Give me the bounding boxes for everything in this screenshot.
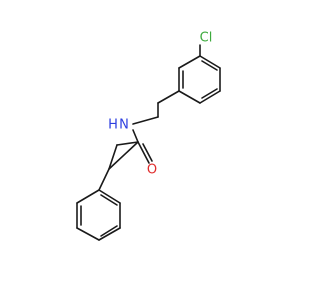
cyclo-bond-3 — [108, 141, 139, 170]
cyclo-bond-1 — [116, 141, 139, 146]
chain-bond-3 — [132, 116, 159, 125]
ring1-bond-2 — [178, 55, 201, 69]
molecule-structure: Cl N H O — [76, 31, 221, 241]
ring1-bond-4 — [178, 90, 201, 104]
nh-hydrogen-label: H — [108, 118, 118, 133]
amide-double-o — [142, 143, 153, 162]
oxygen-label: O — [147, 163, 157, 178]
ring1-double-3 — [201, 60, 218, 71]
ring2-bond-1 — [76, 189, 100, 204]
ring1-bond-5 — [199, 90, 221, 104]
ring2-bond-3 — [76, 227, 100, 241]
cyclo-to-phenyl — [98, 168, 110, 191]
ring1-double-2 — [201, 88, 218, 99]
bonds-group — [76, 44, 221, 241]
amide-bond-c — [137, 141, 150, 164]
amide-bond-n — [132, 129, 139, 143]
ring2-double-2 — [100, 225, 118, 237]
chain-bond-1 — [157, 90, 180, 104]
ring2-double-3 — [100, 194, 118, 206]
ring1-bond-7 — [199, 55, 221, 69]
structure-canvas: Cl N H O — [76, 31, 221, 241]
nitrogen-label: N — [119, 118, 129, 133]
chlorine-label: Cl — [200, 31, 213, 46]
cyclo-bond-2 — [108, 144, 118, 170]
ring2-bond-4 — [98, 227, 121, 241]
ring2-bond-6 — [98, 189, 121, 204]
